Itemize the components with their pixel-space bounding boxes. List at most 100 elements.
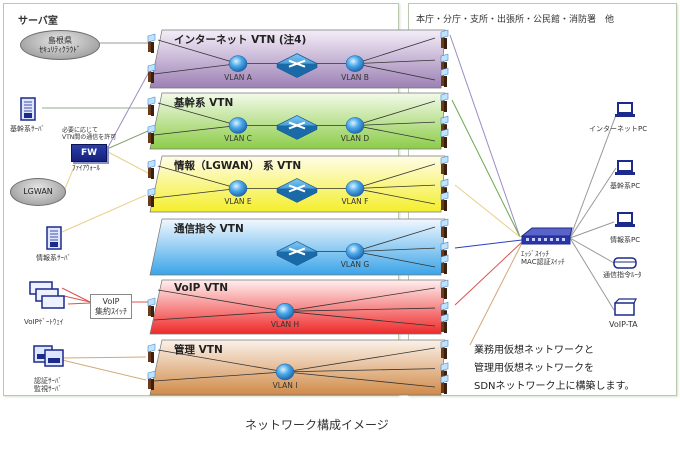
link-voip-gw-1 (61, 287, 91, 303)
vtn-panel (147, 339, 449, 396)
port-flag-icon (440, 155, 449, 175)
figure-caption: ネットワーク構成イメージ (245, 418, 389, 432)
core-server-label: 基幹系ｻｰﾊﾞ (10, 125, 45, 133)
vtn-title: VoIP VTN (174, 282, 229, 294)
port-flag-icon (440, 67, 449, 87)
port-flag-icon (440, 279, 449, 299)
link-voip-edge (454, 241, 523, 306)
security-cloud: 島根県 ｾｷｭﾘﾃｨｸﾗｳﾄﾞ (20, 30, 100, 60)
core-server-icon (20, 97, 36, 121)
branch-room (408, 3, 677, 396)
firewall: FW (71, 144, 107, 162)
port-flag-icon (147, 297, 156, 317)
vtn-panel (147, 279, 449, 335)
vtn-panel (149, 218, 449, 276)
port-flag-icon (147, 370, 156, 390)
sdn-note-line2: 管理用仮想ネットワークを (474, 363, 594, 374)
port-flag-icon (440, 339, 449, 359)
vtn-title: 情報（LGWAN） 系 VTN (174, 160, 302, 172)
vlan-node-icon (228, 117, 248, 134)
core-pc-label: 基幹系PC (610, 182, 641, 190)
lgwan-cloud: LGWAN (10, 178, 66, 206)
voip-switch: VoIP 集約ｽｲｯﾁ (90, 294, 132, 320)
link-info-edge (454, 184, 521, 238)
comm-router-icon (613, 257, 637, 269)
link-comm-edge (454, 239, 523, 249)
edge-switch-line2: MAC認証ｽｲｯﾁ (521, 258, 565, 267)
router-icon (276, 241, 318, 266)
vlan-label: VLAN H (270, 320, 300, 330)
voip-gateway-icon (41, 295, 65, 309)
comm-router-label: 通信指令ﾙｰﾀ (603, 271, 642, 279)
sdn-note-line1: 業務用仮想ネットワークと (474, 345, 594, 356)
port-flag-icon (440, 29, 449, 49)
link-fw-core (106, 130, 149, 150)
link-lgwan-fw (63, 159, 78, 192)
lgwan-label: LGWAN (23, 187, 53, 197)
port-flag-icon (440, 53, 449, 74)
link-edge-internet-pc (569, 114, 617, 239)
port-flag-icon (440, 191, 449, 211)
link-mgmt-edge (469, 242, 523, 346)
link-auth-2 (61, 359, 147, 381)
branch-room-label: 本庁・分庁・支所・出張所・公民館・消防署 他 (416, 15, 615, 25)
core-pc-icon (615, 160, 635, 175)
security-cloud-line2: ｾｷｭﾘﾃｨｸﾗｳﾄﾞ (39, 45, 81, 55)
vlan-node-icon (345, 117, 365, 134)
link-edge-core-pc (569, 167, 617, 239)
internet-pc-icon (615, 102, 635, 117)
vtn-panel (147, 92, 449, 150)
server-room-label: サーバ室 (18, 16, 58, 27)
port-flag-icon (440, 374, 449, 394)
voip-gateway-label: VoIPｹﾞｰﾄｳｪｲ (24, 318, 64, 326)
port-flag-icon (147, 63, 156, 83)
vlan-label: VLAN F (341, 197, 369, 207)
vlan-label: VLAN A (224, 72, 252, 82)
link-fw-internet (106, 69, 151, 150)
left-links (42, 42, 152, 381)
vlan-label: VLAN D (340, 134, 370, 144)
link-info-server (61, 194, 147, 233)
info-pc-icon (615, 212, 635, 227)
router-icon (276, 53, 318, 78)
vtn-panel (147, 155, 449, 213)
info-server-icon (46, 226, 62, 250)
firewall-badge: FW (80, 148, 98, 158)
auth-server-line2: 監視ｻｰﾊﾞ (34, 385, 62, 394)
edge-switch-label: ｴｯｼﾞｽｲｯﾁ MAC認証ｽｲｯﾁ (521, 250, 565, 266)
right-links (449, 34, 617, 346)
security-cloud-line1: 島根県 (48, 35, 72, 45)
vlan-node-icon (345, 55, 365, 72)
router-icon (276, 178, 318, 203)
edge-switch-icon (520, 227, 573, 245)
vlan-label: VLAN B (341, 72, 369, 82)
firewall-label: ﾌｧｲｱｳｫｰﾙ (72, 164, 100, 172)
voip-ta-label: VoIP-TA (609, 320, 638, 329)
vlan-node-icon (275, 363, 295, 381)
port-flag-icon (440, 313, 449, 333)
vlan-label: VLAN E (224, 197, 252, 207)
port-flag-icon (440, 254, 449, 274)
info-pc-label: 情報系PC (610, 236, 641, 244)
voip-switch-line1: VoIP (102, 297, 120, 306)
link-core-edge (451, 99, 521, 238)
fw-note-line1: 必要に応じて (62, 127, 99, 134)
vlan-label: VLAN I (272, 380, 298, 390)
port-flag-icon (147, 187, 156, 207)
router-icon (276, 115, 318, 140)
vtn-title: 管理 VTN (174, 344, 223, 356)
link-internet-edge (449, 34, 521, 238)
vtn-panel (147, 29, 449, 89)
port-flag-icon (440, 128, 449, 148)
port-flag-icon (147, 159, 156, 179)
fw-note-line2: VTN間の通信を許可 (62, 133, 117, 141)
auth-server-icon (44, 349, 64, 367)
vlan-node-icon (228, 180, 248, 197)
internet-pc-label: インターネットPC (589, 125, 648, 133)
vtn-title: インターネット VTN (注4) (174, 34, 307, 46)
voip-ta-icon (614, 298, 637, 316)
port-flag-icon (147, 96, 156, 116)
vlan-node-icon (345, 243, 365, 260)
vtn-title: 通信指令 VTN (174, 223, 244, 235)
